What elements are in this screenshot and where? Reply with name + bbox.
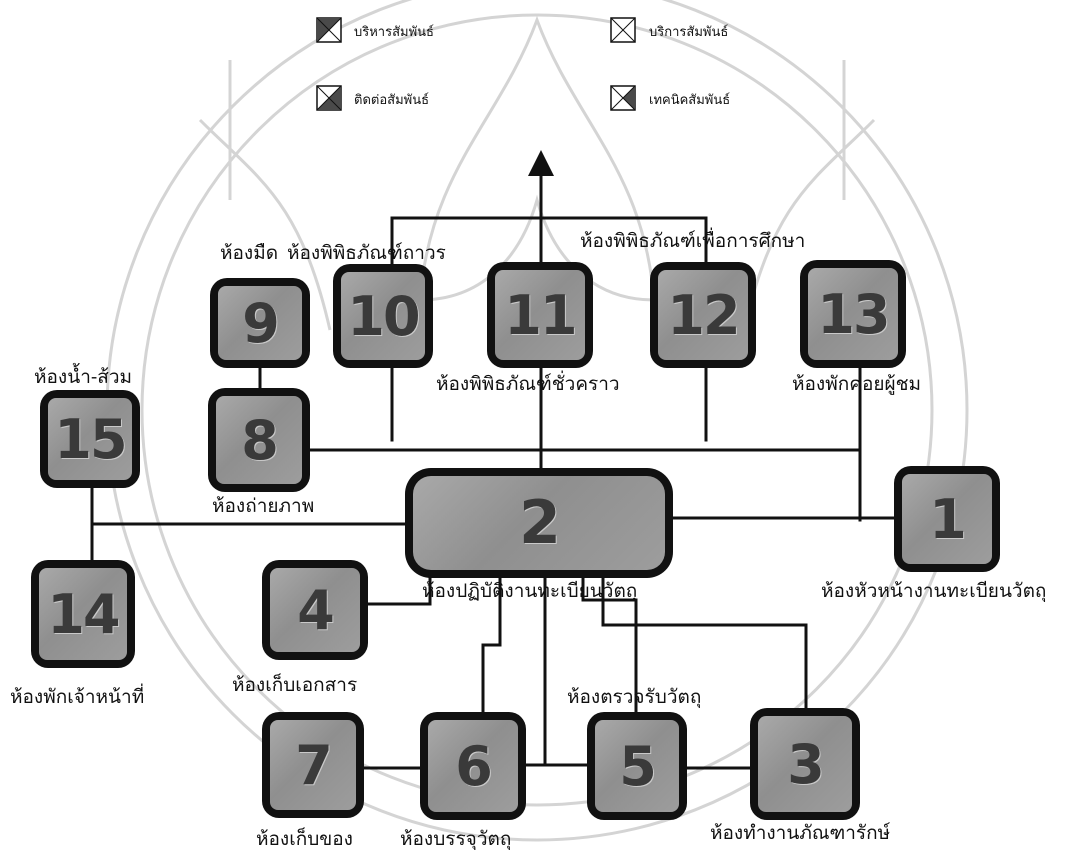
legend-label-technical: เทคนิคสัมพันธ์ bbox=[649, 93, 731, 108]
room-5-number: 5 bbox=[595, 720, 679, 812]
room-11-label: ห้องพิพิธภัณฑ์ชั่วคราว bbox=[436, 373, 620, 395]
room-10-number: 10 bbox=[341, 272, 425, 360]
room-8-box: 8 bbox=[208, 388, 310, 492]
room-15-number: 15 bbox=[48, 398, 132, 480]
legend-label-contact: ติดต่อสัมพันธ์ bbox=[354, 93, 430, 108]
room-12-box: 12 bbox=[650, 262, 756, 368]
room-12-number: 12 bbox=[658, 270, 748, 360]
room-7-box: 7 bbox=[262, 712, 364, 818]
room-4-box: 4 bbox=[262, 560, 368, 660]
room-2-box: 2 bbox=[405, 468, 673, 578]
room-4-label: ห้องเก็บเอกสาร bbox=[232, 674, 358, 696]
room-15-label: ห้องน้ำ-ส้วม bbox=[34, 366, 133, 388]
room-2-label: ห้องปฏิบัติงานทะเบียนวัตถุ bbox=[422, 580, 638, 602]
room-7-number: 7 bbox=[270, 720, 356, 810]
legend-label-admin: บริหารสัมพันธ์ bbox=[354, 25, 434, 40]
room-13-label: ห้องพักคอยผู้ชม bbox=[792, 373, 922, 395]
room-15-box: 15 bbox=[40, 390, 140, 488]
room-13-box: 13 bbox=[800, 260, 906, 368]
room-11-number: 11 bbox=[495, 270, 585, 360]
room-9-box: 9 bbox=[210, 278, 310, 368]
room-14-label: ห้องพักเจ้าหน้าที่ bbox=[10, 686, 145, 708]
legend-swatch-admin bbox=[316, 17, 342, 43]
legend-swatch-service bbox=[610, 17, 636, 43]
legend-label-service: บริการสัมพันธ์ bbox=[649, 25, 729, 40]
room-9-number: 9 bbox=[218, 286, 302, 360]
room-6-box: 6 bbox=[420, 712, 526, 820]
room-12-label: ห้องพิพิธภัณฑ์เพื่อการศึกษา bbox=[580, 230, 806, 252]
room-8-number: 8 bbox=[216, 396, 302, 484]
room-10-label: ห้องพิพิธภัณฑ์ถาวร bbox=[287, 242, 446, 264]
room-6-number: 6 bbox=[428, 720, 518, 812]
room-1-number: 1 bbox=[902, 474, 992, 564]
room-3-box: 3 bbox=[750, 708, 860, 820]
room-5-label: ห้องตรวจรับวัตถุ bbox=[567, 686, 702, 708]
room-13-number: 13 bbox=[808, 268, 898, 360]
room-3-label: ห้องทำงานภัณฑารักษ์ bbox=[710, 822, 891, 844]
room-11-box: 11 bbox=[487, 262, 593, 368]
legend-swatch-contact bbox=[316, 85, 342, 111]
room-1-box: 1 bbox=[894, 466, 1000, 572]
room-14-box: 14 bbox=[31, 560, 135, 668]
room-3-number: 3 bbox=[758, 716, 852, 812]
room-10-box: 10 bbox=[333, 264, 433, 368]
room-7-label: ห้องเก็บของ bbox=[256, 828, 353, 850]
room-5-box: 5 bbox=[587, 712, 687, 820]
legend-swatch-technical bbox=[610, 85, 636, 111]
room-6-label: ห้องบรรจุวัตถุ bbox=[400, 828, 512, 850]
room-4-number: 4 bbox=[270, 568, 360, 652]
room-9-label: ห้องมืด bbox=[220, 242, 279, 264]
room-14-number: 14 bbox=[39, 568, 127, 660]
room-1-label: ห้องหัวหน้างานทะเบียนวัตถุ bbox=[821, 580, 1047, 602]
room-2-number: 2 bbox=[413, 476, 665, 570]
room-8-label: ห้องถ่ายภาพ bbox=[212, 495, 315, 517]
